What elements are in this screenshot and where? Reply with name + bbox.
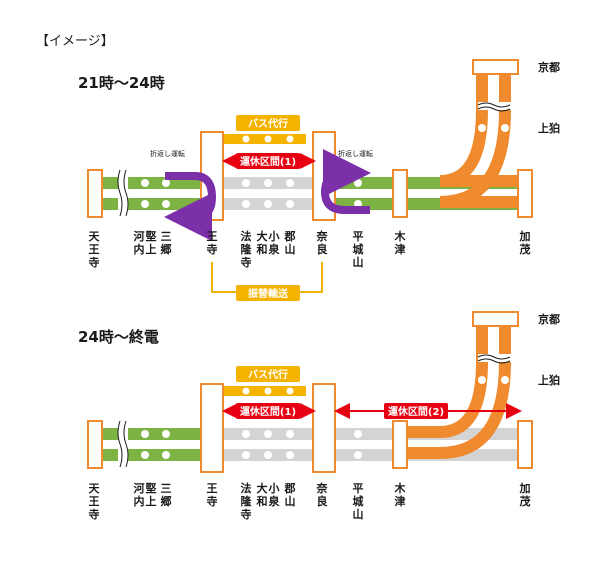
branch-orange-outer bbox=[439, 70, 520, 187]
left-break bbox=[118, 170, 128, 216]
branch-station-kyoto-a: 京都 bbox=[538, 60, 560, 74]
station-label-kawachikatakami-a-col1: 堅上 bbox=[146, 230, 157, 256]
station-box-nara-b bbox=[312, 383, 336, 473]
station-box-tennoji-a bbox=[87, 169, 103, 218]
station-box-oji-b bbox=[200, 383, 224, 473]
track-green-left-bottom-b bbox=[100, 449, 210, 461]
station-label-kamo-a: 加茂 bbox=[519, 229, 531, 256]
suspended-label-1: 運休区間(1) bbox=[240, 155, 296, 168]
station-label-koriyama-a: 郡山 bbox=[284, 230, 296, 256]
station-label-kawachikatakami-a-col0: 河内 bbox=[134, 229, 145, 256]
turnback-left-arc bbox=[164, 172, 217, 241]
suspended-label-box bbox=[236, 153, 300, 169]
station-box-kizu-b bbox=[392, 420, 408, 469]
station-label-tennoji-a: 天王寺 bbox=[89, 230, 101, 269]
station-label-yamatokoizumi-a-col1: 小泉 bbox=[268, 229, 281, 256]
bus-label-box-b bbox=[236, 366, 300, 382]
page-title: 【イメージ】 bbox=[36, 34, 114, 49]
transfer-label: 振替輸送 bbox=[248, 287, 289, 300]
station-label-kawachikatakami-b-col1: 堅上 bbox=[146, 482, 157, 508]
station-label-kamo-b: 加茂 bbox=[519, 481, 531, 508]
turnback-right-arc bbox=[320, 149, 371, 214]
station-box-kizu-a bbox=[392, 169, 408, 218]
station-label-yamatokoizumi-a-col0: 大和 bbox=[257, 229, 268, 256]
station-label-tennoji-b: 天王寺 bbox=[89, 482, 101, 521]
station-label-oji-b: 王寺 bbox=[207, 482, 218, 508]
turnback-left-label: 折返し運転 bbox=[150, 149, 185, 158]
station-label-oji-a: 王寺 bbox=[207, 230, 218, 256]
time-heading-24-last: 24時〜終電 bbox=[78, 328, 159, 346]
station-label-kawachikatakami-b-col0: 河内 bbox=[134, 481, 145, 508]
station-label-sango-b: 三郷 bbox=[161, 482, 172, 508]
station-label-yamatokoizumi-b-col0: 大和 bbox=[257, 481, 268, 508]
turnback-right-label: 折返し運転 bbox=[338, 149, 373, 158]
branch-station-kyoto-b: 京都 bbox=[538, 312, 560, 326]
station-label-nara-a: 奈良 bbox=[316, 229, 329, 256]
bus-band bbox=[220, 134, 306, 144]
station-label-sango-a: 三郷 bbox=[161, 230, 172, 256]
station-label-heijoyama-a: 平城山 bbox=[353, 230, 364, 269]
branch-orange-inner bbox=[439, 70, 520, 208]
suspended-label-1-b: 運休区間(1) bbox=[240, 405, 296, 418]
transfer-label-box bbox=[236, 285, 300, 301]
station-box-kamo-b bbox=[517, 420, 533, 469]
branch-terminus-box-b bbox=[472, 311, 519, 327]
station-label-horyuji-b: 法隆寺 bbox=[241, 481, 253, 521]
branch-station-kamikoma-a: 上狛 bbox=[538, 121, 560, 135]
bus-label-box bbox=[236, 115, 300, 131]
branch-terminus-box bbox=[472, 59, 519, 75]
time-heading-21-24: 21時〜24時 bbox=[78, 74, 165, 92]
branch-orange-inner-b bbox=[400, 322, 511, 459]
station-label-koriyama-b: 郡山 bbox=[284, 482, 296, 508]
station-box-tennoji-b bbox=[87, 420, 103, 469]
station-label-horyuji-a: 法隆寺 bbox=[241, 229, 253, 269]
bus-band-b bbox=[220, 386, 306, 396]
section-b: バス代行 運休区間(1) 運休区間(2) 京 bbox=[87, 311, 560, 473]
station-label-heijoyama-b: 平城山 bbox=[353, 482, 364, 521]
bus-label: バス代行 bbox=[248, 117, 288, 130]
track-green-left-top-b bbox=[100, 428, 210, 440]
station-label-nara-b: 奈良 bbox=[316, 481, 329, 508]
bus-label-b: バス代行 bbox=[248, 368, 288, 381]
station-label-yamatokoizumi-b-col1: 小泉 bbox=[268, 481, 281, 508]
station-label-kizu-b: 木津 bbox=[394, 481, 407, 508]
branch-station-kamikoma-b: 上狛 bbox=[538, 373, 560, 387]
station-box-kamo-a bbox=[517, 169, 533, 218]
station-label-kizu-a: 木津 bbox=[394, 229, 407, 256]
track-green-left-bottom bbox=[100, 198, 210, 210]
section-a: バス代行 運休区間(1) bbox=[87, 59, 560, 301]
suspended-label-2-b: 運休区間(2) bbox=[388, 405, 444, 418]
